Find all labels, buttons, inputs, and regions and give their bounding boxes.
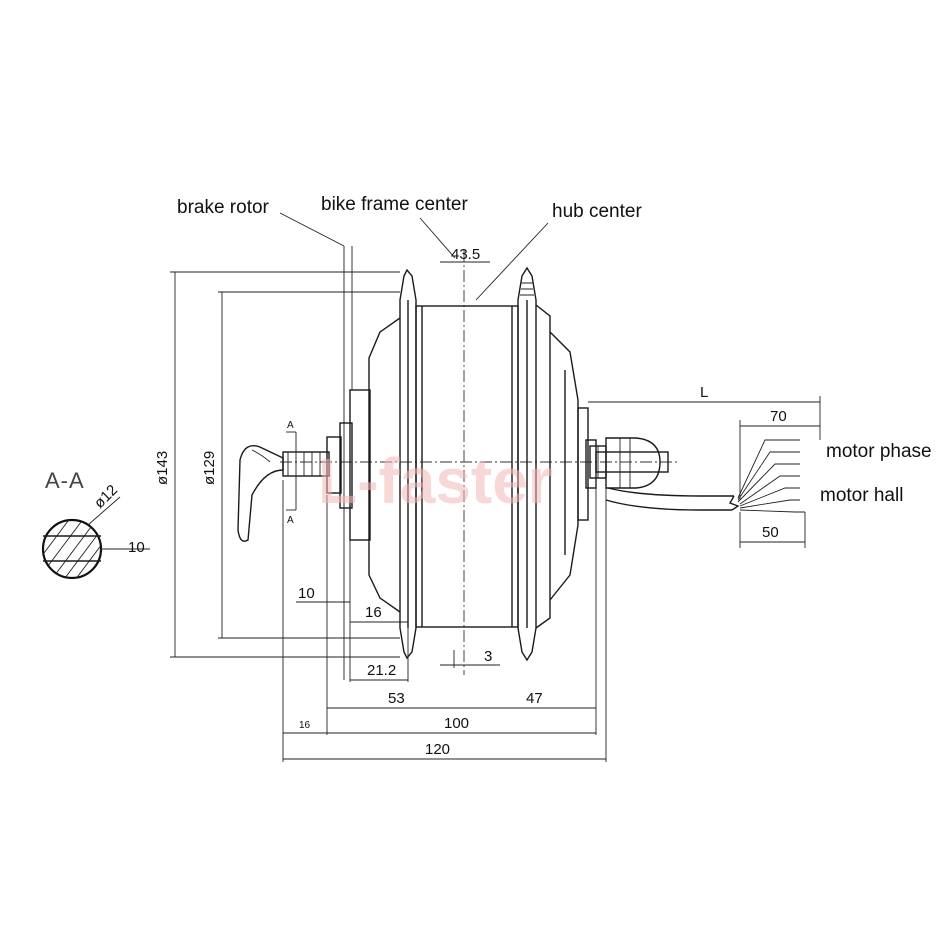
dim-53: 53 (388, 690, 405, 707)
dim-21-2: 21.2 (367, 662, 396, 679)
motor-body (326, 266, 597, 662)
label-motor-phase: motor phase (826, 441, 932, 462)
quick-release-lever (237, 445, 284, 542)
section-dia-dim: ø12 (91, 482, 121, 512)
horizontal-dimensions: 10 16 21.2 3 53 47 100 16 120 (283, 585, 606, 760)
cable-break (728, 495, 740, 511)
right-dish (549, 331, 579, 601)
wire-2 (737, 451, 800, 501)
right-axle-stub (595, 451, 669, 473)
wire-1 (737, 439, 800, 499)
watermark: L-faster (318, 445, 553, 517)
brake-disc-hub (349, 389, 371, 541)
left-dish (368, 317, 401, 613)
cable-upper (607, 487, 734, 497)
dim-10: 10 (298, 585, 315, 602)
dim-outer-diameter: ø143 (154, 451, 171, 485)
section-title: A-A (45, 468, 85, 493)
dim-50: 50 (762, 524, 779, 541)
section-flat-dim: 10 (128, 539, 145, 556)
cable-assembly (605, 437, 805, 513)
dim-flange-diameter: ø129 (201, 451, 218, 485)
right-rim (535, 304, 551, 629)
leader-brake-rotor (279, 212, 345, 247)
leader-bike-frame-center (419, 217, 456, 259)
section-marker-top: A (287, 420, 294, 431)
dim-70: 70 (770, 408, 787, 425)
left-spoke-flange (399, 268, 417, 660)
vertical-dimensions: ø143 ø129 (154, 271, 400, 658)
bearing-cap-left (326, 436, 342, 494)
cable-gland (605, 437, 661, 489)
dim-L: L (700, 384, 708, 401)
dim-47: 47 (526, 690, 543, 707)
disc-spacer (339, 422, 353, 509)
label-bike-frame-center: bike frame center (321, 194, 468, 215)
dim-100: 100 (444, 715, 469, 732)
cable-dimensions: L 70 50 (588, 384, 821, 548)
dim-43-5: 43.5 (451, 246, 480, 263)
wire-3 (737, 463, 800, 503)
section-marker-bottom: A (287, 515, 294, 526)
dim-16: 16 (365, 604, 382, 621)
leader-hub-center (475, 222, 549, 301)
label-brake-rotor: brake rotor (177, 197, 270, 218)
label-motor-hall: motor hall (820, 485, 903, 506)
dim-120: 120 (425, 741, 450, 758)
dia12-leader (87, 496, 121, 526)
dim-16-small: 16 (299, 720, 311, 731)
label-hub-center: hub center (552, 201, 642, 222)
right-bearing-cap (577, 407, 589, 521)
cable-lower (605, 499, 732, 511)
dim-3: 3 (484, 648, 492, 665)
section-a-a: A-A 10 ø12 (41, 468, 150, 580)
